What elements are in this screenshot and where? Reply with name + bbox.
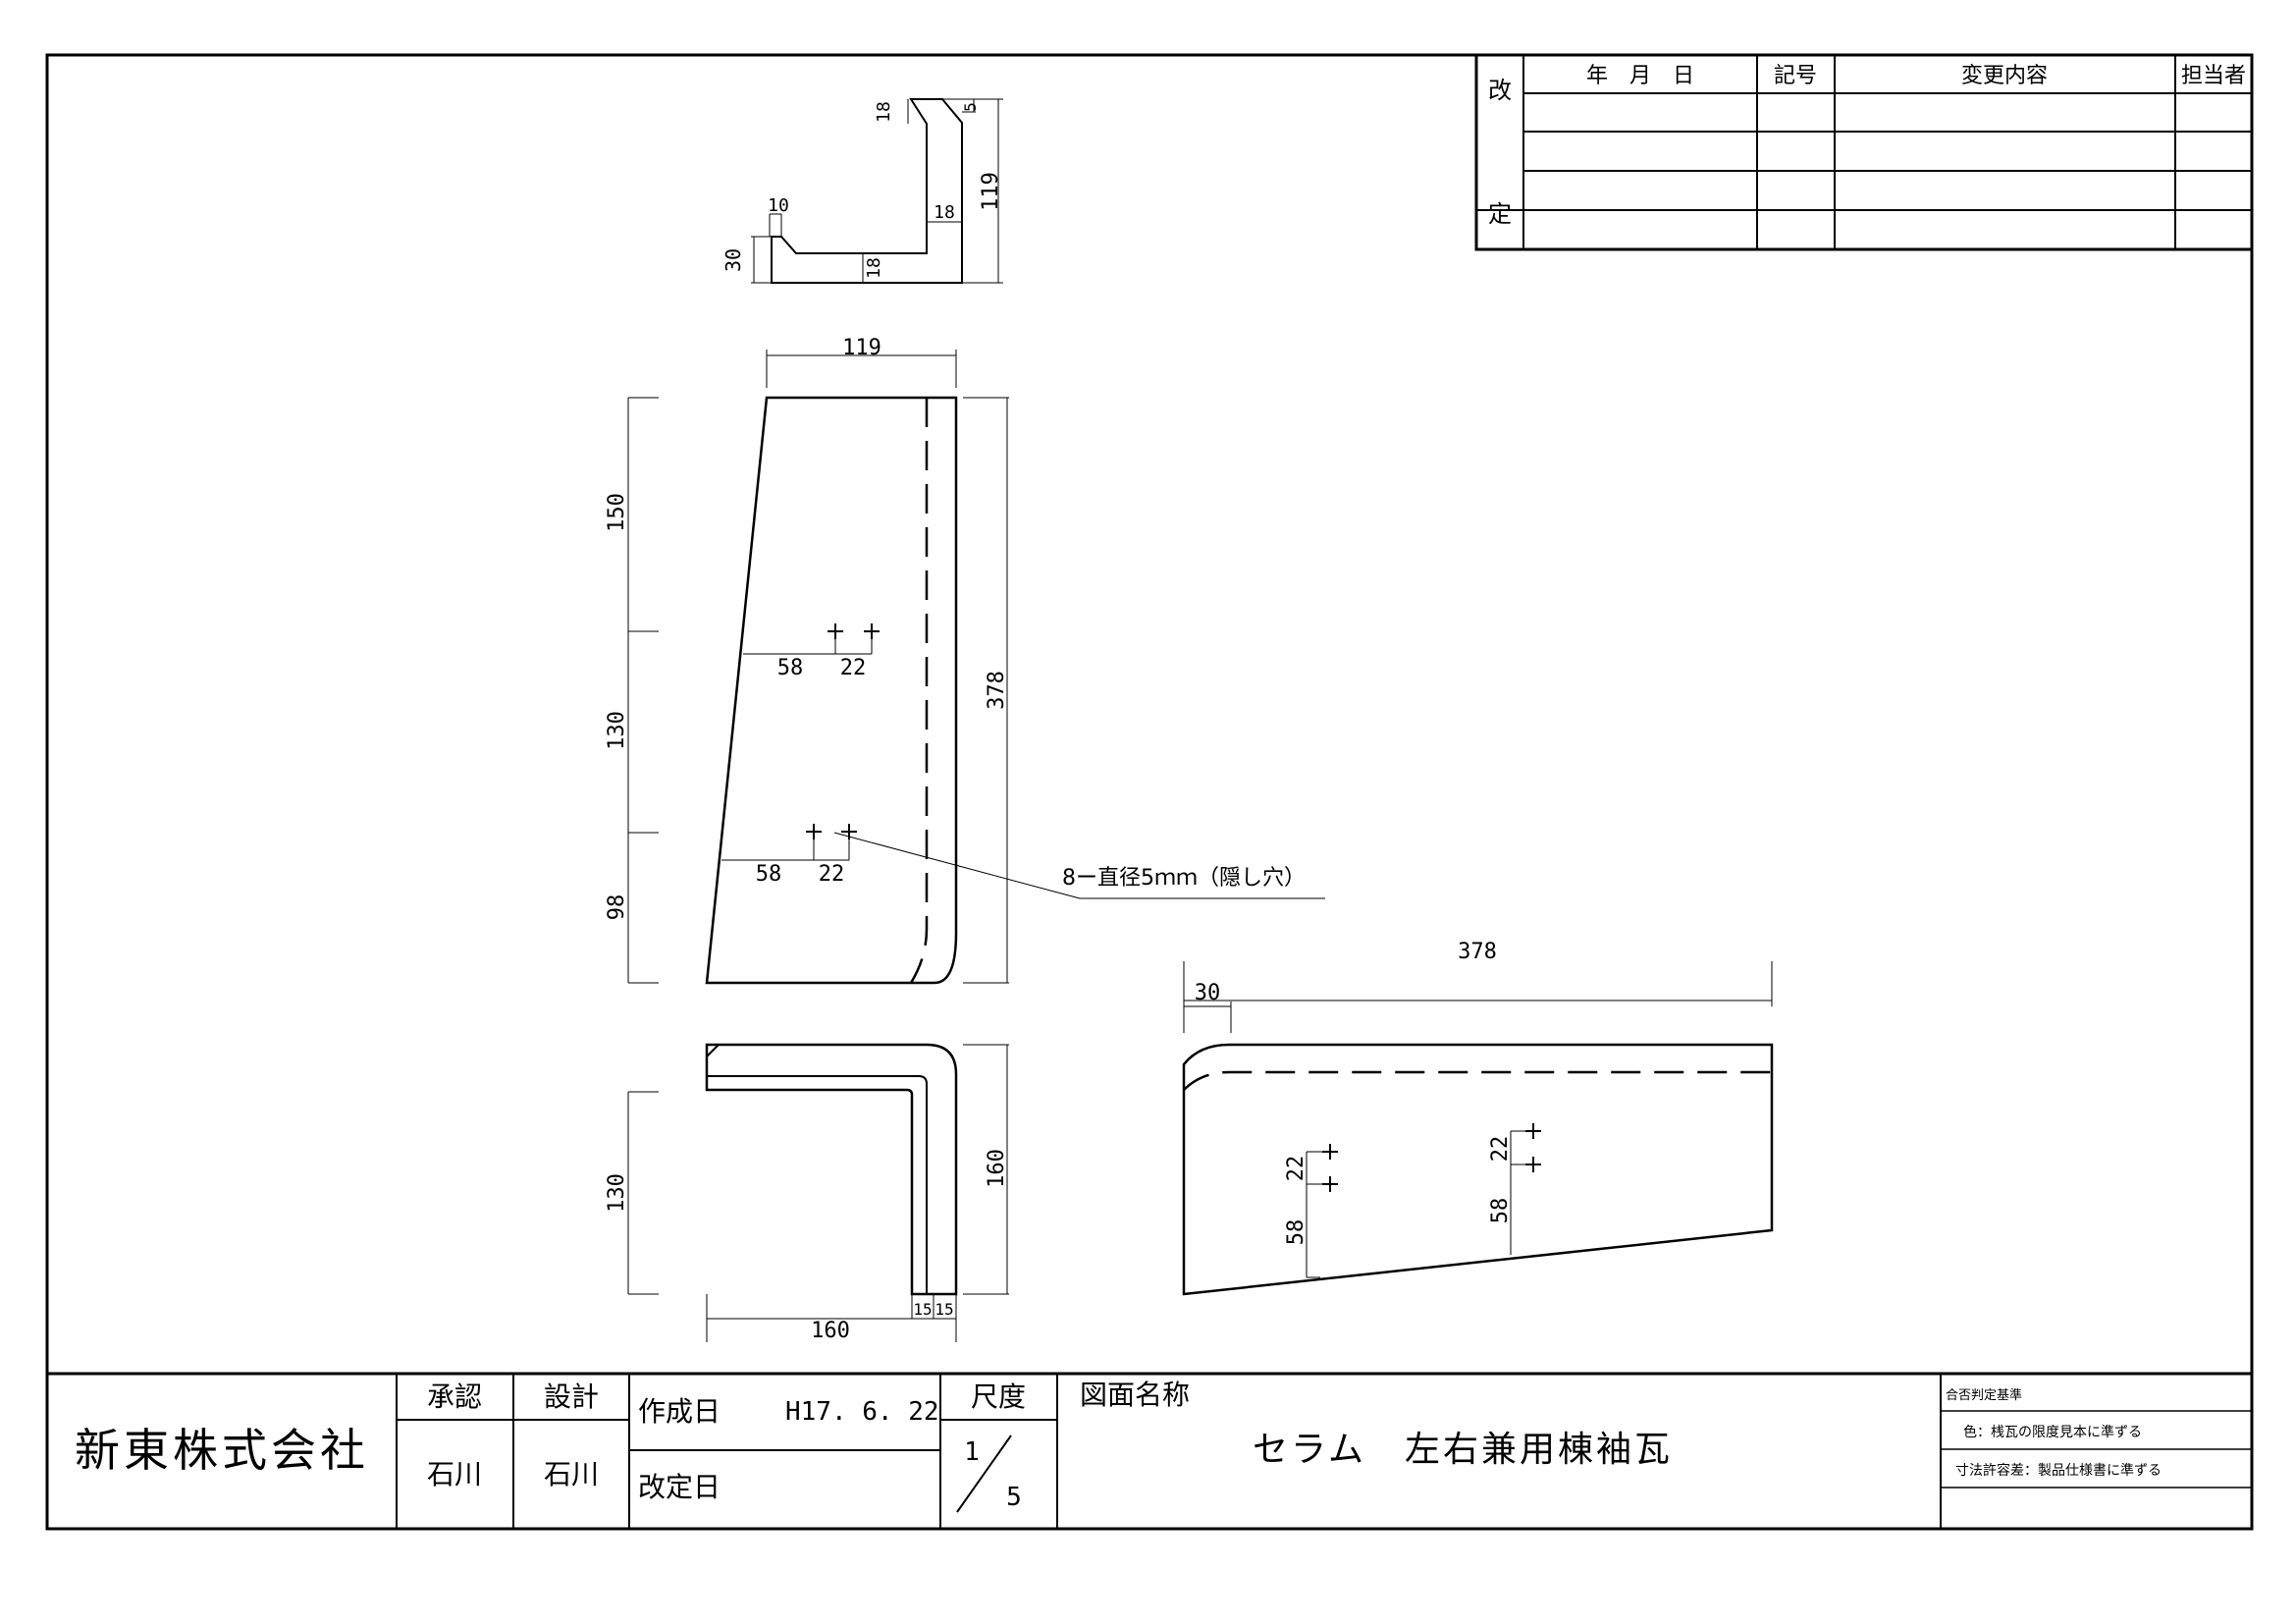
created-date: H17. 6. 22 [785, 1397, 939, 1427]
side-view [1182, 961, 1774, 1296]
dim-front-58a: 58 [777, 656, 804, 680]
dim-front-130: 130 [605, 711, 629, 750]
front-view [627, 350, 1325, 985]
dim-sec-10: 10 [768, 195, 789, 216]
dim-front-150: 150 [605, 493, 629, 532]
dim-front-22a: 22 [840, 656, 867, 680]
dim-plan-130: 130 [605, 1173, 629, 1213]
drawing-name: セラム 左右兼用棟袖瓦 [1253, 1430, 1673, 1470]
criteria-title: 合否判定基準 [1946, 1387, 2022, 1403]
dim-side-378: 378 [1458, 940, 1497, 964]
dim-sec-18a: 18 [874, 101, 894, 123]
dim-plan-160h: 160 [811, 1319, 850, 1343]
revision-table [1474, 53, 2254, 251]
plan-view [627, 1043, 1009, 1342]
dim-front-58b: 58 [756, 862, 782, 887]
dim-side-30: 30 [1195, 981, 1221, 1005]
dim-front-119: 119 [842, 336, 881, 360]
company-name: 新東株式会社 [75, 1424, 369, 1477]
hole-note: 8ー直径5ｍｍ（隠し穴） [1062, 866, 1306, 891]
cross-section-view [751, 98, 1003, 284]
dim-sec-119: 119 [979, 172, 1003, 211]
rev-kai-label: 改 [1488, 77, 1512, 104]
dim-side-22a: 22 [1284, 1156, 1308, 1182]
dim-plan-15a: 15 [913, 1300, 932, 1319]
dim-front-98: 98 [605, 894, 629, 921]
designer-name: 石川 [544, 1458, 599, 1490]
dim-sec-18b: 18 [934, 202, 955, 223]
criteria-color: 色：桟瓦の限度見本に準ずる [1963, 1424, 2142, 1440]
criteria-tolerance: 寸法許容差：製品仕様書に準ずる [1955, 1462, 2162, 1479]
dim-side-58a: 58 [1284, 1219, 1308, 1246]
scale-denominator: 5 [1006, 1483, 1022, 1512]
approval-label: 承認 [427, 1380, 482, 1413]
dim-front-22b: 22 [819, 862, 845, 887]
revised-label: 改定日 [638, 1471, 721, 1503]
approver-name: 石川 [427, 1458, 482, 1490]
sheet-border [45, 53, 2254, 1531]
drawing-name-label: 図面名称 [1080, 1379, 1190, 1411]
scale-label: 尺度 [971, 1380, 1026, 1413]
rev-header-date: 年 月 日 [1586, 64, 1694, 88]
dim-side-22b: 22 [1488, 1136, 1513, 1163]
scale-numerator: 1 [964, 1437, 980, 1467]
dim-side-58b: 58 [1488, 1198, 1513, 1224]
rev-header-symbol: 記号 [1774, 64, 1817, 88]
rev-tei-label: 定 [1488, 200, 1512, 228]
created-label: 作成日 [638, 1395, 721, 1428]
dim-plan-15b: 15 [934, 1300, 953, 1319]
design-label: 設計 [544, 1380, 599, 1413]
dim-sec-30: 30 [721, 248, 745, 272]
rev-header-content: 変更内容 [1961, 64, 2048, 88]
dim-sec-18c: 18 [864, 257, 884, 279]
rev-header-person: 担当者 [2181, 64, 2246, 88]
title-block [47, 1372, 2252, 1529]
dim-sec-5: 5 [961, 102, 980, 112]
dim-plan-160v: 160 [985, 1149, 1009, 1188]
dim-front-378: 378 [985, 671, 1009, 710]
